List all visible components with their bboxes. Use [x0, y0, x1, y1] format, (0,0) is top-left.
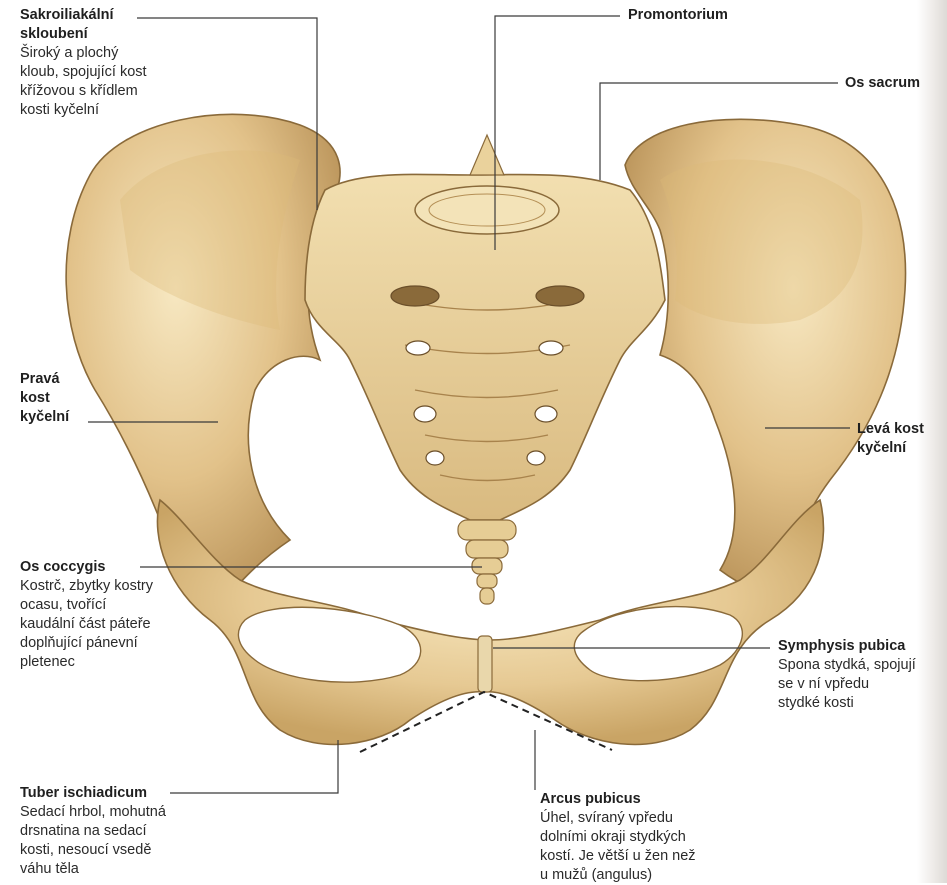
label-os-coccygis: Os coccygis Kostrč, zbytky kostry ocasu,…: [20, 558, 153, 672]
label-desc: váhu těla: [20, 860, 166, 879]
leader-tuber: [170, 740, 338, 793]
label-desc: Úhel, svíraný vpředu: [540, 809, 696, 828]
label-title: Symphysis pubica: [778, 637, 916, 656]
label-sacroiliac: Sakroiliakální skloubení Široký a plochý…: [20, 6, 147, 120]
label-leva-kost: Levá kost kyčelní: [857, 420, 924, 458]
label-symphysis: Symphysis pubica Spona stydká, spojují s…: [778, 637, 916, 713]
label-prava-kost: Pravá kost kyčelní: [20, 370, 69, 427]
label-desc: Kostrč, zbytky kostry: [20, 577, 153, 596]
left-iliac-fossa-shade: [660, 160, 863, 324]
sacral-promontory-surface: [415, 186, 559, 234]
label-title: Arcus pubicus: [540, 790, 696, 809]
label-title: Os coccygis: [20, 558, 153, 577]
label-desc: křížovou s křídlem: [20, 82, 147, 101]
label-desc: se v ní vpředu: [778, 675, 916, 694]
label-title: Promontorium: [628, 6, 728, 25]
label-desc: Široký a plochý: [20, 44, 147, 63]
label-desc: kosti, nesoucí vsedě: [20, 841, 166, 860]
spinous-process: [470, 135, 504, 175]
label-promontorium: Promontorium: [628, 6, 728, 25]
symphysis-pubica-shape: [478, 636, 492, 692]
coccyx: [458, 520, 516, 604]
label-desc: stydké kosti: [778, 694, 916, 713]
label-desc: u mužů (angulus): [540, 866, 696, 885]
label-title: Sakroiliakální: [20, 6, 147, 25]
label-desc: doplňující pánevní: [20, 634, 153, 653]
label-desc: dolními okraji stydkých: [540, 828, 696, 847]
label-title: kyčelní: [857, 439, 924, 458]
label-os-sacrum: Os sacrum: [845, 74, 920, 93]
label-title: Os sacrum: [845, 74, 920, 93]
label-title: kost: [20, 389, 69, 408]
label-desc: ocasu, tvořící: [20, 596, 153, 615]
label-title: Pravá: [20, 370, 69, 389]
label-desc: Sedací hrbol, mohutná: [20, 803, 166, 822]
label-desc: pletenec: [20, 653, 153, 672]
label-desc: Spona stydká, spojují: [778, 656, 916, 675]
label-desc: drsnatina na sedací: [20, 822, 166, 841]
label-desc: kaudální část páteře: [20, 615, 153, 634]
label-desc: kostí. Je větší u žen než: [540, 847, 696, 866]
label-title: skloubení: [20, 25, 147, 44]
label-arcus: Arcus pubicus Úhel, svíraný vpředu dolní…: [540, 790, 696, 885]
label-desc: kloub, spojující kost: [20, 63, 147, 82]
label-title: Levá kost: [857, 420, 924, 439]
label-desc: kosti kyčelní: [20, 101, 147, 120]
label-title: kyčelní: [20, 408, 69, 427]
label-title: Tuber ischiadicum: [20, 784, 166, 803]
label-tuber: Tuber ischiadicum Sedací hrbol, mohutná …: [20, 784, 166, 879]
